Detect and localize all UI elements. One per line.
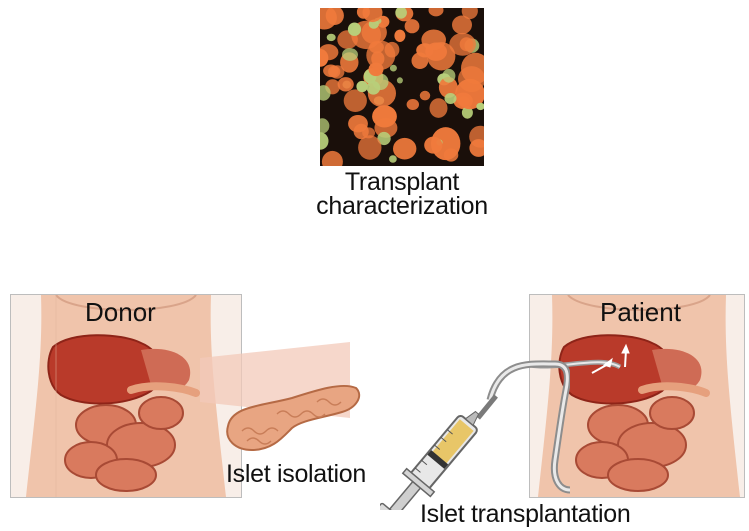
islet-cell: [405, 19, 420, 33]
islet-cell: [420, 91, 430, 101]
islet-cell: [444, 148, 459, 161]
islet-isolation-label: Islet isolation: [226, 462, 396, 486]
isolated-pancreas: [222, 376, 364, 456]
islet-cell: [394, 30, 405, 42]
islet-cell: [372, 105, 397, 127]
donor-liver: [48, 335, 162, 403]
micrograph-caption: Transplant characterization: [290, 170, 514, 218]
islet-cell: [323, 65, 339, 78]
green-cell: [327, 34, 336, 41]
green-cell: [445, 93, 457, 104]
green-cell: [389, 155, 397, 162]
islet-cell: [338, 77, 354, 91]
islet-cell: [460, 37, 474, 51]
islet-cell: [407, 99, 419, 110]
syringe-with-catheter: [380, 330, 570, 510]
patient-label: Patient: [600, 297, 681, 328]
green-cell: [342, 48, 358, 61]
islet-cell: [344, 89, 367, 112]
caption-line-2: characterization: [290, 194, 514, 218]
islet-cell: [412, 52, 429, 69]
green-cell: [442, 69, 455, 83]
green-cell: [367, 81, 381, 95]
islet-cell: [369, 63, 384, 77]
islet-micrograph: [320, 8, 484, 166]
islet-transplantation-label: Islet transplantation: [420, 502, 680, 526]
islet-cell: [358, 135, 381, 159]
green-cell: [397, 77, 403, 83]
donor-label: Donor: [85, 297, 156, 328]
patient-liver: [559, 335, 672, 403]
green-cell: [348, 23, 361, 36]
caption-line-1: Transplant: [290, 170, 514, 194]
islet-cell: [458, 66, 484, 92]
green-cell: [356, 81, 367, 92]
islet-cell: [452, 16, 472, 35]
islet-cell: [393, 138, 416, 160]
islet-cell: [430, 98, 448, 118]
green-cell: [390, 65, 397, 72]
islet-cell: [421, 30, 446, 51]
islet-cell: [424, 137, 442, 154]
